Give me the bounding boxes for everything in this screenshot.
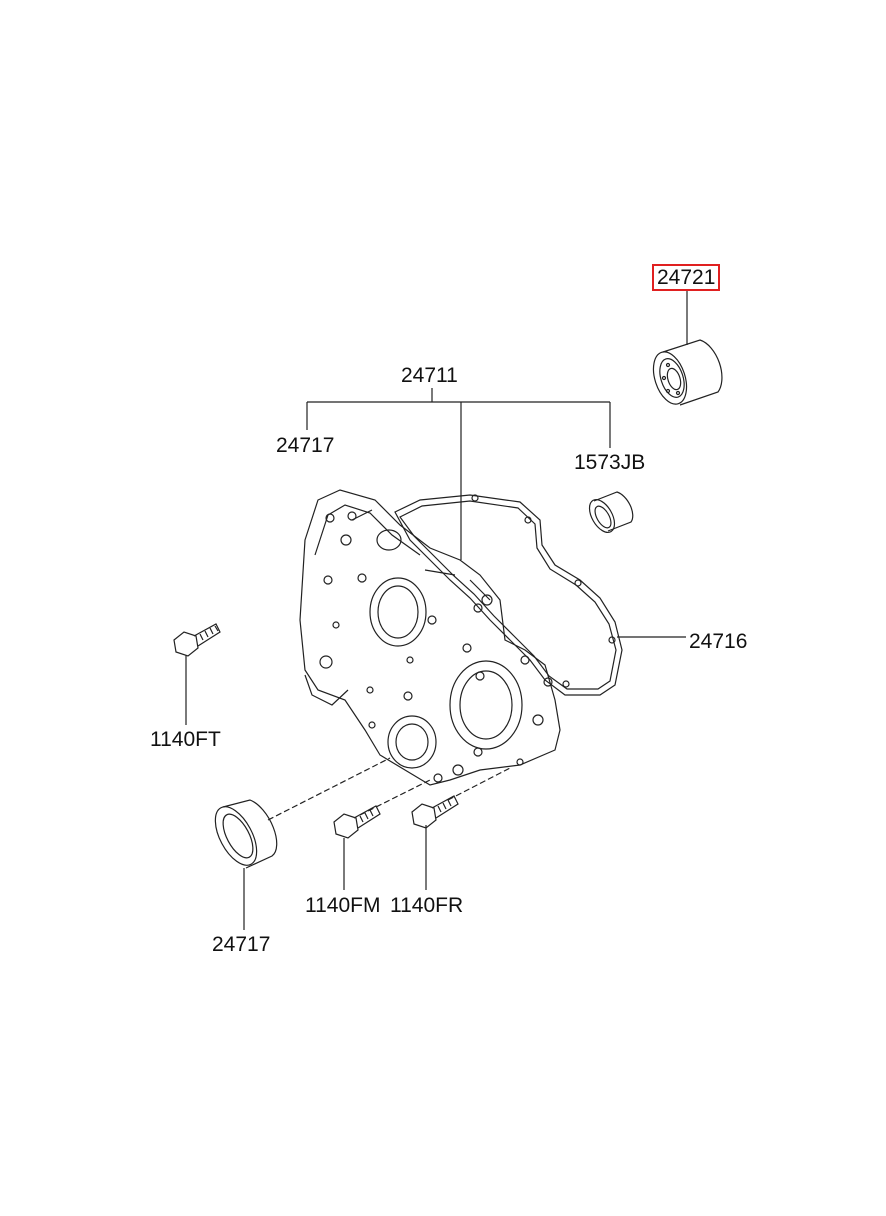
seal-24717-lower-drawing [207,800,277,872]
callout-cover-assembly-24711[interactable]: 24711 [401,364,458,387]
callout-bolt-1140fm[interactable]: 1140FM [305,894,381,917]
bolt-1140fm-drawing [334,806,380,838]
bolt-1140fr-drawing [412,796,458,828]
bearing-24721-drawing [647,340,722,408]
callout-sleeve-1573jb[interactable]: 1573JB [574,451,646,474]
gasket-24716-drawing [395,495,622,695]
callout-seal-lower-24717[interactable]: 24717 [212,933,271,956]
callout-bearing-24721[interactable]: 24721 [652,264,721,291]
callout-gasket-24716[interactable]: 24716 [689,630,748,653]
callout-bolt-1140ft[interactable]: 1140FT [150,728,221,751]
sleeve-1573jb-drawing [584,492,632,537]
housing-24711-drawing [300,490,560,785]
leader-lines [186,290,687,930]
callout-seal-upper-24717[interactable]: 24717 [276,434,335,457]
callout-bolt-1140fr[interactable]: 1140FR [390,894,464,917]
bolt-1140ft-drawing [174,624,220,656]
